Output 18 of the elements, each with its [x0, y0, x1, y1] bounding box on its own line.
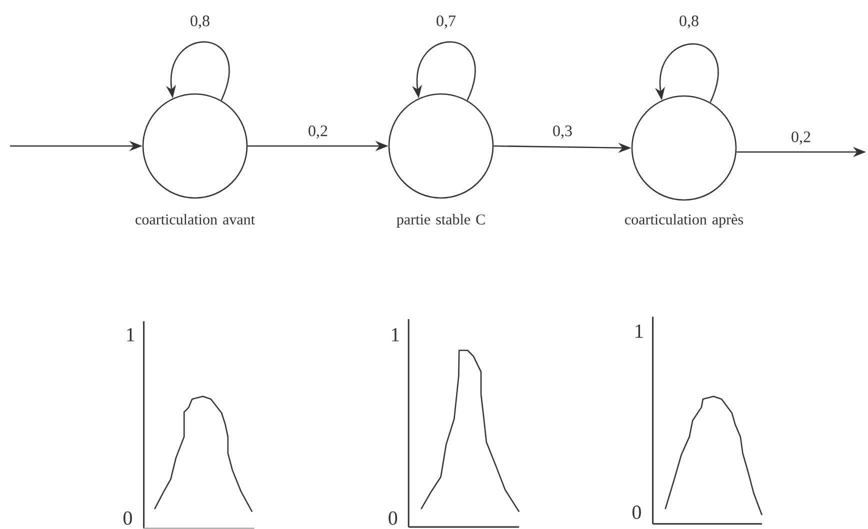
- axis-label: 0: [123, 511, 132, 525]
- state-circle: [631, 95, 737, 201]
- edge-label: 0,2: [307, 124, 329, 140]
- edge-label: 0,8: [678, 14, 700, 30]
- axis-label: 0: [632, 506, 641, 520]
- state-caption: partie stable C: [396, 214, 485, 228]
- edge-label: 0,7: [435, 14, 457, 30]
- axis-label: 1: [392, 328, 399, 342]
- state-circle: [388, 93, 494, 199]
- axis-label: 0: [388, 511, 398, 525]
- edge-label: 0,3: [552, 124, 574, 140]
- state-caption: coarticulation après: [625, 214, 744, 228]
- state-circle: [142, 93, 248, 199]
- state-caption: coarticulation avant: [136, 214, 255, 225]
- axis-label: 1: [636, 324, 643, 338]
- edge-label: 0,8: [189, 14, 211, 30]
- edge-label: 0,2: [790, 130, 812, 146]
- axis-label: 1: [127, 328, 134, 342]
